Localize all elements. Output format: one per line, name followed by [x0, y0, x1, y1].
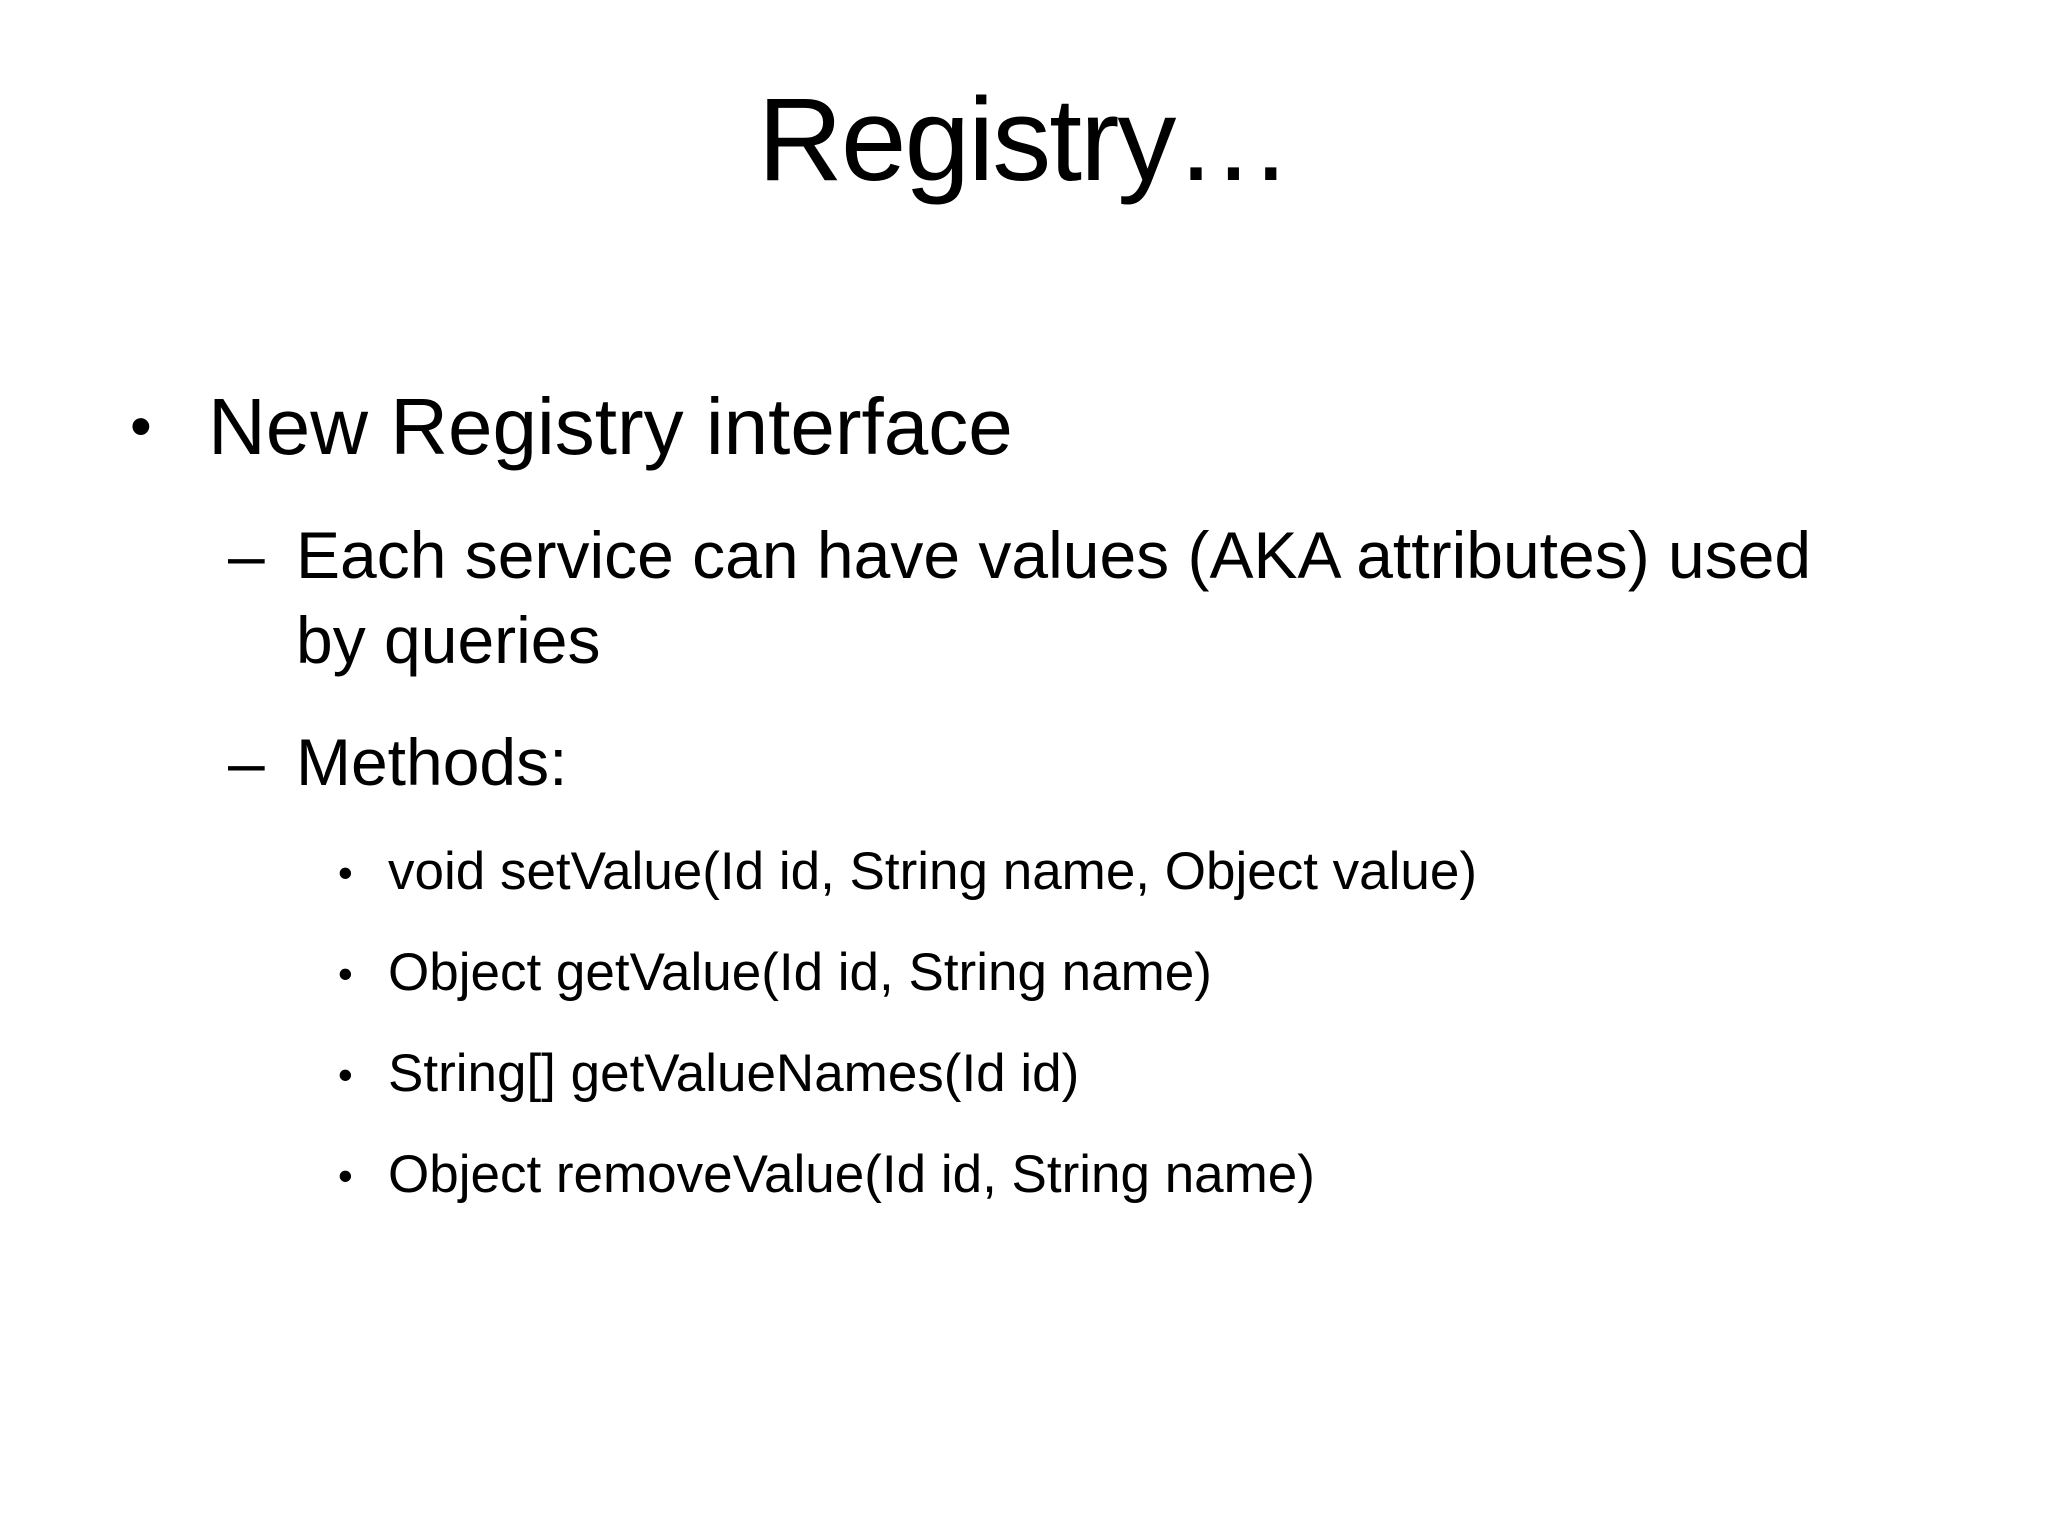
bullet-item-removevalue: • Object removeValue(Id id, String name) — [338, 1141, 2048, 1210]
bullet-line: Methods: — [296, 725, 568, 800]
slide-title: Registry… — [757, 74, 1293, 206]
bullet-item-setvalue: • void setValue(Id id, String name, Obje… — [338, 838, 2048, 907]
bullet-dot-icon: • — [130, 391, 152, 461]
bullet-text: New Registry interface — [208, 377, 1013, 477]
bullet-text: Object getValue(Id id, String name) — [388, 939, 1212, 1008]
bullet-line: void setValue(Id id, String name, Object… — [388, 841, 1478, 901]
bullet-line: Each service can have values (AKA attrib… — [296, 517, 1812, 592]
bullet-item-each-service-values: – Each service can have values (AKA attr… — [228, 513, 2048, 685]
dash-icon: – — [228, 725, 265, 800]
bullet-dot-icon: • — [338, 1050, 353, 1098]
bullet-dot-icon: • — [338, 1151, 353, 1199]
bullet-text: String[] getValueNames(Id id) — [388, 1040, 1079, 1109]
bullet-line: New Registry interface — [208, 381, 1013, 471]
bullet-line: String[] getValueNames(Id id) — [388, 1043, 1080, 1103]
bullet-text: void setValue(Id id, String name, Object… — [388, 838, 1477, 907]
bullet-item-getvalue: • Object getValue(Id id, String name) — [338, 939, 2048, 1008]
bullet-item-getvaluenames: • String[] getValueNames(Id id) — [338, 1040, 2048, 1109]
bullet-text: Each service can have values (AKA attrib… — [296, 513, 1811, 685]
bullet-item-methods: – Methods: — [228, 720, 2048, 806]
bullet-item-new-registry-interface: • New Registry interface — [130, 377, 2048, 477]
bullet-line: Object removeValue(Id id, String name) — [388, 1144, 1315, 1204]
bullet-dot-icon: • — [338, 848, 353, 896]
slide-body: • New Registry interface – Each service … — [0, 377, 2048, 1210]
bullet-dot-icon: • — [338, 949, 353, 997]
bullet-text: Methods: — [296, 720, 567, 806]
bullet-text: Object removeValue(Id id, String name) — [388, 1141, 1315, 1210]
bullet-line: by queries — [296, 603, 601, 678]
dash-icon: – — [228, 517, 265, 592]
bullet-line: Object getValue(Id id, String name) — [388, 942, 1212, 1002]
